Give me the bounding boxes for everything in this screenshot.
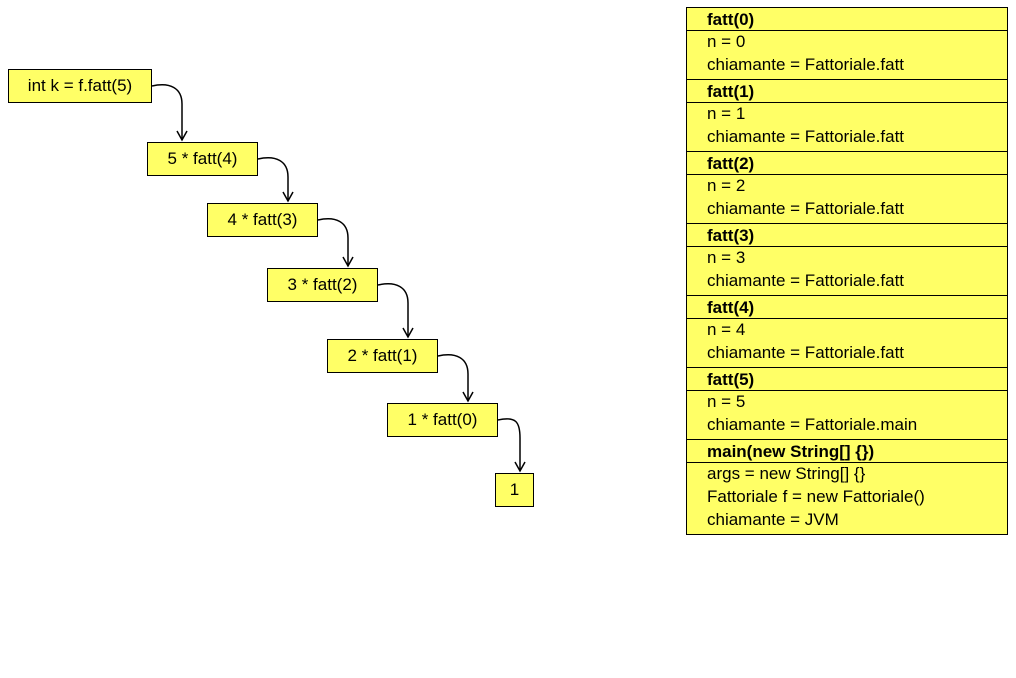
frame-header: fatt(1)	[687, 80, 1007, 103]
frame-line: n = 5	[707, 392, 746, 411]
frame-header: fatt(4)	[687, 296, 1007, 319]
frame-header: fatt(0)	[687, 8, 1007, 31]
call-arrow	[437, 354, 469, 401]
call-box-main: int k = f.fatt(5)	[8, 69, 152, 103]
call-arrow	[377, 283, 409, 337]
stack-frame-fatt0: fatt(0) n = 0 chiamante = Fattoriale.fat…	[687, 8, 1007, 80]
frame-header: fatt(5)	[687, 368, 1007, 391]
frame-line: chiamante = JVM	[707, 510, 839, 529]
call-arrow	[317, 218, 349, 266]
frame-line: chiamante = Fattoriale.fatt	[707, 55, 905, 74]
call-stack: fatt(0) n = 0 chiamante = Fattoriale.fat…	[686, 7, 1008, 535]
frame-line: chiamante = Fattoriale.fatt	[707, 343, 905, 362]
stack-frame-fatt3: fatt(3) n = 3 chiamante = Fattoriale.fat…	[687, 224, 1007, 296]
arrow-head	[514, 461, 526, 473]
stack-frame-fatt2: fatt(2) n = 2 chiamante = Fattoriale.fat…	[687, 152, 1007, 224]
frame-line: chiamante = Fattoriale.main	[707, 415, 918, 434]
call-box-fatt3: 3 * fatt(2)	[267, 268, 378, 302]
stack-frame-main: main(new String[] {}) args = new String[…	[687, 440, 1007, 534]
frame-line: args = new String[] {}	[707, 464, 866, 483]
frame-header: fatt(2)	[687, 152, 1007, 175]
call-box-fatt2: 2 * fatt(1)	[327, 339, 438, 373]
call-box-fatt1: 1 * fatt(0)	[387, 403, 498, 437]
frame-line: n = 1	[707, 104, 746, 123]
frame-line: n = 3	[707, 248, 746, 267]
stack-frame-fatt1: fatt(1) n = 1 chiamante = Fattoriale.fat…	[687, 80, 1007, 152]
arrow-head	[462, 391, 474, 403]
call-box-fatt5: 5 * fatt(4)	[147, 142, 258, 176]
call-box-result: 1	[495, 473, 534, 507]
stack-frame-fatt5: fatt(5) n = 5 chiamante = Fattoriale.mai…	[687, 368, 1007, 440]
call-arrow	[151, 84, 183, 140]
frame-line: n = 0	[707, 32, 746, 51]
arrow-head	[402, 327, 414, 339]
call-box-fatt4: 4 * fatt(3)	[207, 203, 318, 237]
frame-line: Fattoriale f = new Fattoriale()	[707, 487, 925, 506]
arrow-head	[342, 256, 354, 268]
arrow-head	[282, 191, 294, 203]
call-arrow	[257, 157, 289, 201]
arrow-head	[176, 130, 188, 142]
frame-line: chiamante = Fattoriale.fatt	[707, 271, 905, 290]
frame-line: chiamante = Fattoriale.fatt	[707, 127, 905, 146]
frame-header: main(new String[] {})	[687, 440, 1007, 463]
stack-frame-fatt4: fatt(4) n = 4 chiamante = Fattoriale.fat…	[687, 296, 1007, 368]
frame-line: chiamante = Fattoriale.fatt	[707, 199, 905, 218]
frame-header: fatt(3)	[687, 224, 1007, 247]
frame-line: n = 4	[707, 320, 746, 339]
frame-line: n = 2	[707, 176, 746, 195]
call-arrow	[497, 418, 521, 471]
